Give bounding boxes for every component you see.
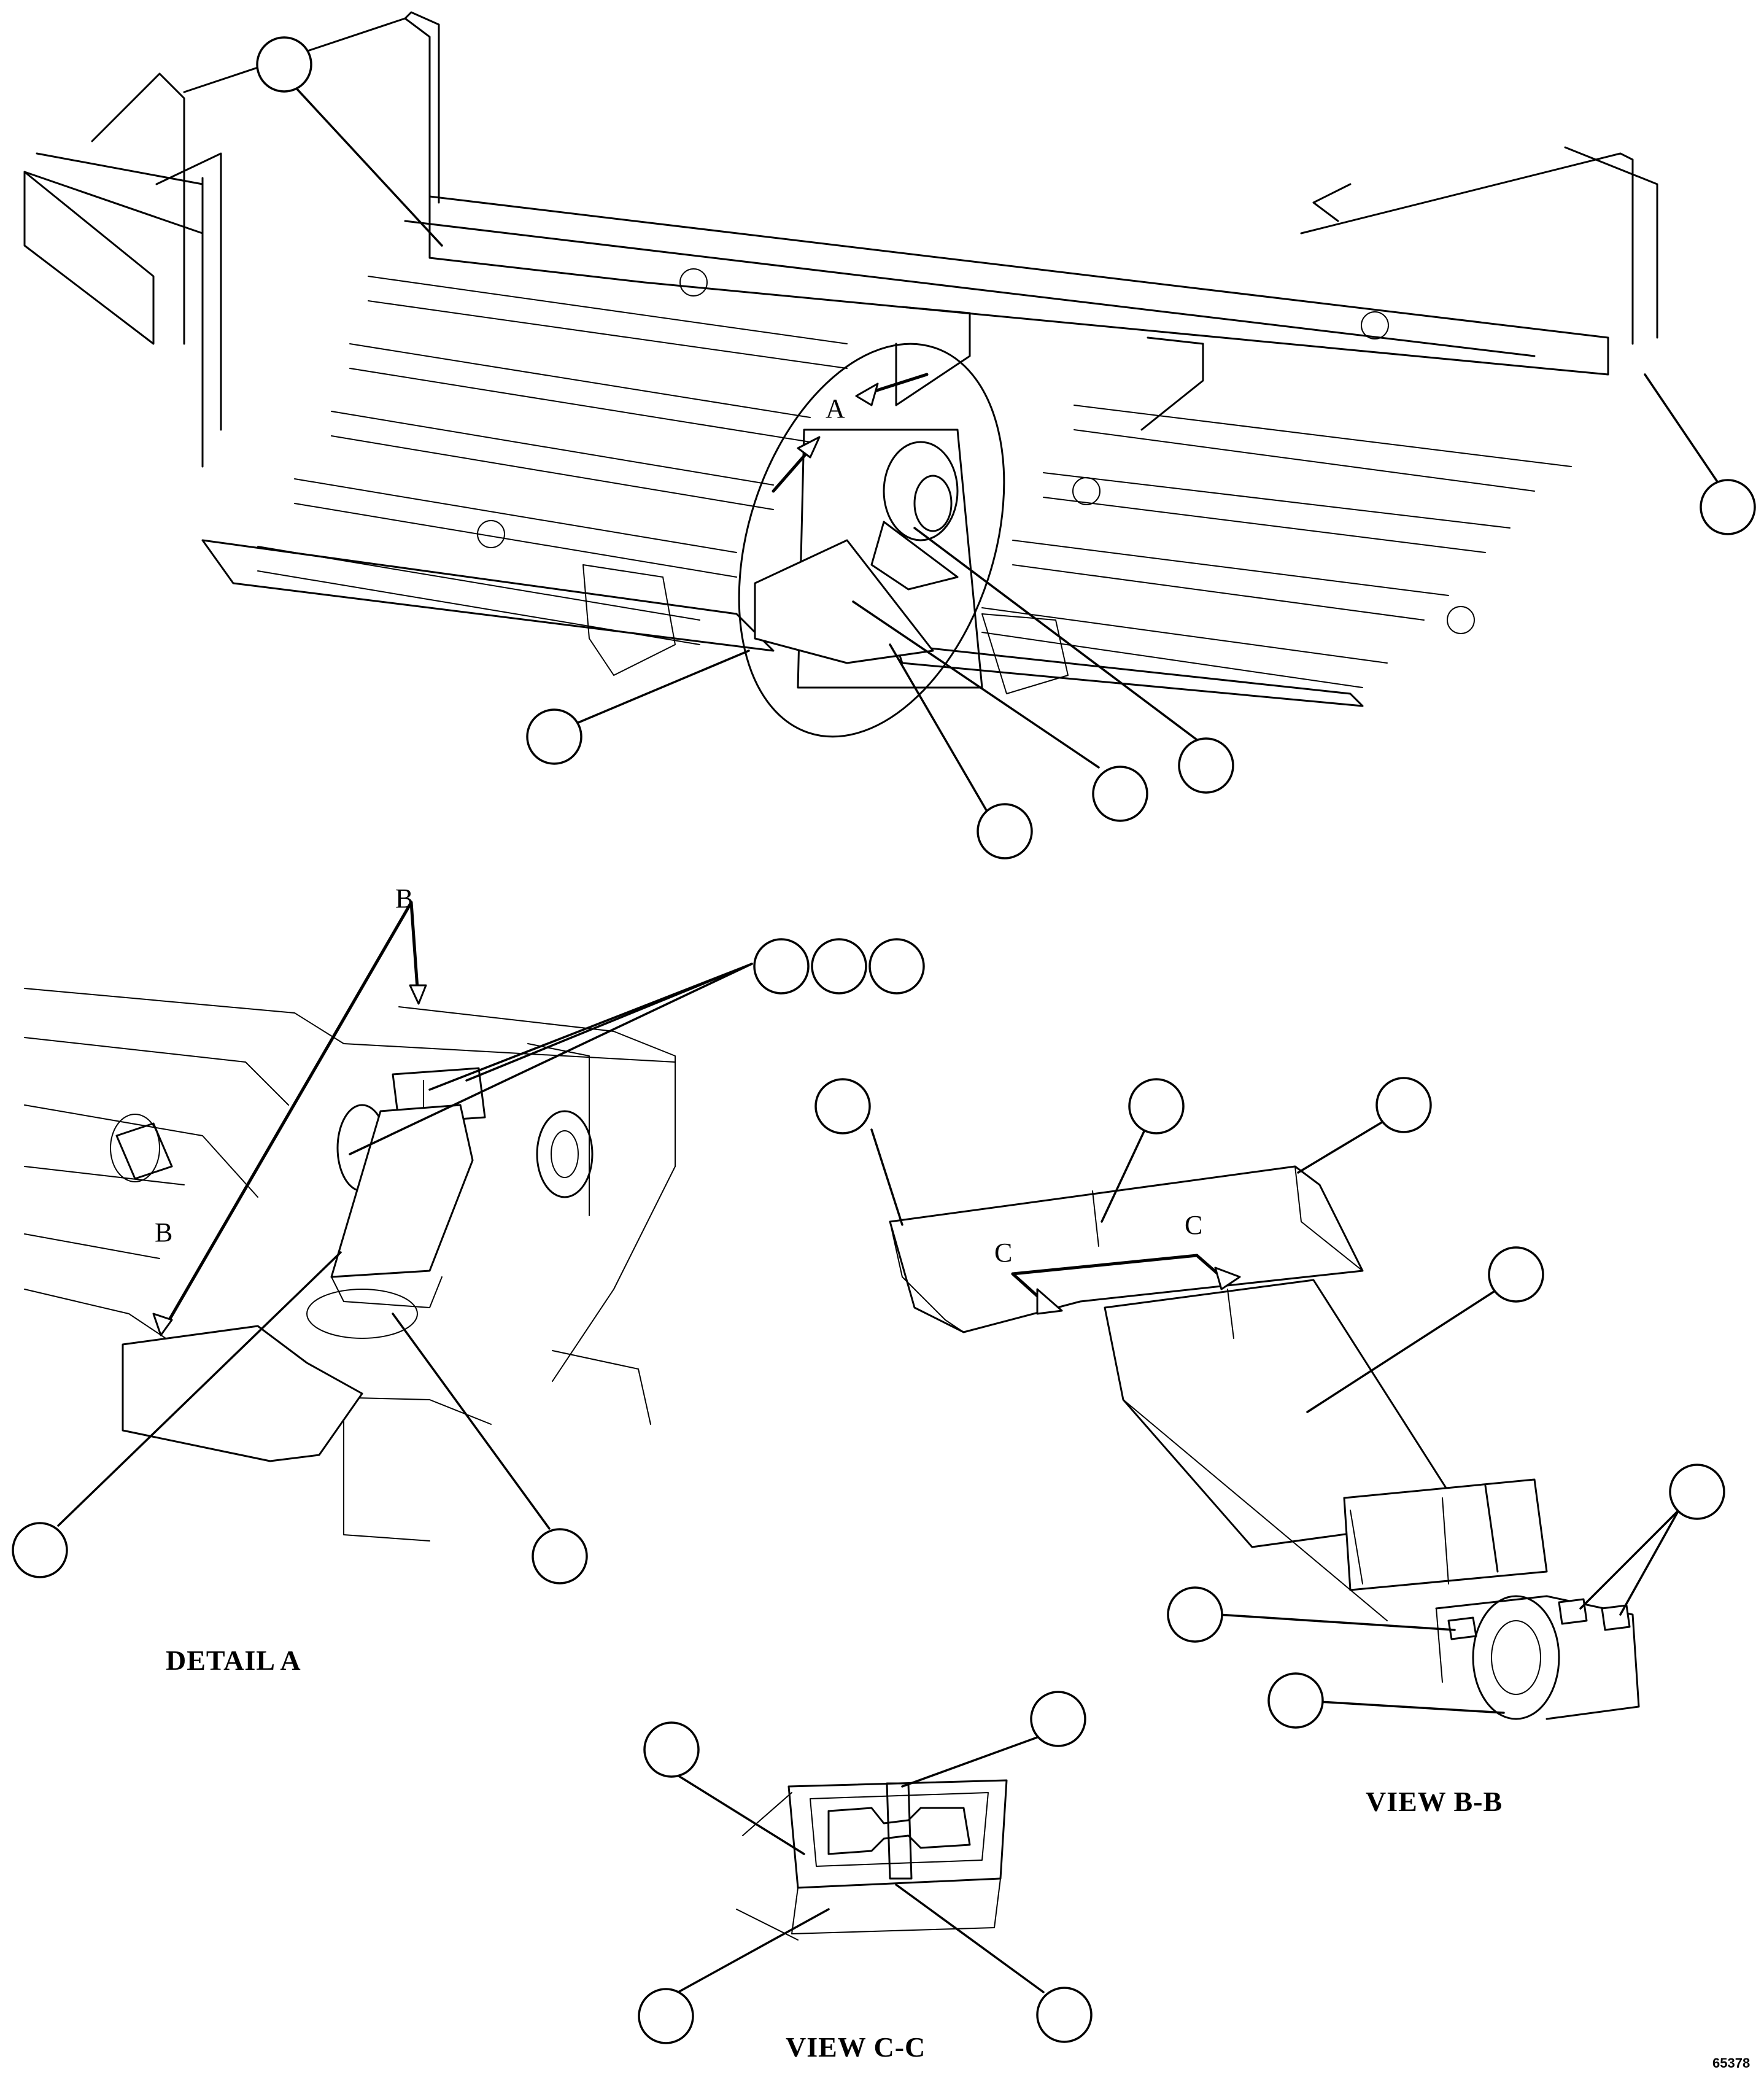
callout-balloon	[753, 938, 810, 995]
callout-balloon	[814, 1078, 871, 1134]
callout-balloon	[1267, 1672, 1324, 1729]
view-bb-callouts	[814, 1077, 1725, 1729]
right-rungs	[895, 405, 1572, 707]
callout-balloon	[12, 1522, 68, 1578]
callout-balloon	[868, 938, 925, 995]
callout-balloon	[1669, 1464, 1725, 1520]
section-c-left-label: C	[994, 1238, 1012, 1268]
callout-balloon	[1167, 1586, 1223, 1643]
callout-balloon	[1178, 737, 1234, 794]
callout-balloon	[811, 938, 867, 995]
callout-balloon	[1488, 1246, 1544, 1303]
main-assembly-view: A	[23, 11, 1658, 738]
detail-a-view: B B	[24, 883, 676, 1542]
main-view-callouts	[256, 36, 1756, 859]
view-cc-callouts	[638, 1691, 1093, 2044]
callout-balloon	[977, 803, 1033, 859]
view-cc-caption: VIEW C-C	[786, 2031, 926, 2063]
detail-a-caption: DETAIL A	[166, 1645, 301, 1676]
figure-number: 65378	[1712, 2055, 1750, 2071]
section-b-left-label: B	[155, 1217, 172, 1247]
detail-a-callouts	[12, 938, 925, 1584]
callout-balloon	[532, 1528, 588, 1584]
callout-balloon	[1700, 479, 1756, 535]
view-bb-caption: VIEW B-B	[1366, 1786, 1503, 1817]
callout-balloon	[1092, 766, 1148, 822]
callout-balloon	[1036, 1987, 1093, 2043]
callout-balloon	[643, 1721, 700, 1778]
view-bb: C C	[889, 1165, 1640, 1720]
callout-balloon	[1030, 1691, 1086, 1747]
callout-balloon	[1128, 1078, 1185, 1134]
section-c-right-label: C	[1185, 1210, 1202, 1240]
callout-balloon	[256, 36, 312, 93]
left-rungs	[201, 276, 848, 652]
view-cc	[736, 1779, 1008, 1941]
callout-balloon	[526, 708, 582, 765]
section-b-top-label: B	[395, 883, 413, 913]
section-a-label: A	[826, 394, 845, 424]
callout-balloon	[638, 1988, 694, 2044]
callout-balloon	[1375, 1077, 1432, 1133]
